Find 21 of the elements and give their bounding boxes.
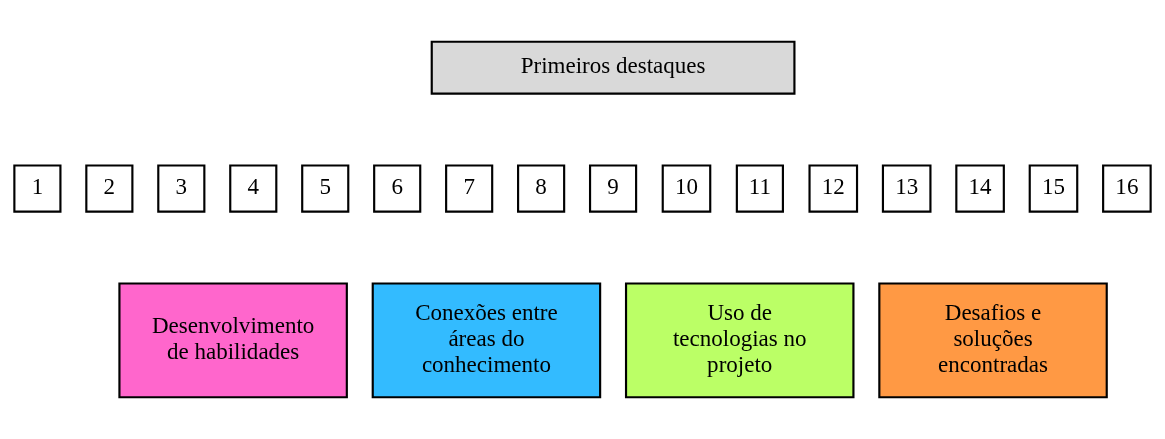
node-box: 4 xyxy=(229,164,278,213)
node-box: 14 xyxy=(955,164,1005,213)
node-box: 9 xyxy=(588,164,638,213)
node-box: 15 xyxy=(1028,164,1079,213)
node-box: 5 xyxy=(301,164,350,213)
node-box: Desafios e soluções encontradas xyxy=(878,282,1108,399)
node-box: 7 xyxy=(445,164,494,213)
node-box: Conexões entre áreas do conhecimento xyxy=(371,282,602,399)
node-box: 2 xyxy=(85,164,134,213)
node-box: 12 xyxy=(808,164,859,213)
node-box: 1 xyxy=(13,164,62,213)
node-box: Desenvolvimento de habilidades xyxy=(118,282,348,399)
node-box: 8 xyxy=(517,164,566,213)
node-box: 13 xyxy=(881,164,932,213)
node-box: 6 xyxy=(373,164,422,213)
node-box: Primeiros destaques xyxy=(430,40,796,95)
node-box: Uso de tecnologias no projeto xyxy=(624,282,855,399)
node-box: 3 xyxy=(157,164,206,213)
node-box: 16 xyxy=(1102,164,1152,213)
node-box: 11 xyxy=(735,164,784,213)
node-box: 10 xyxy=(661,164,712,213)
